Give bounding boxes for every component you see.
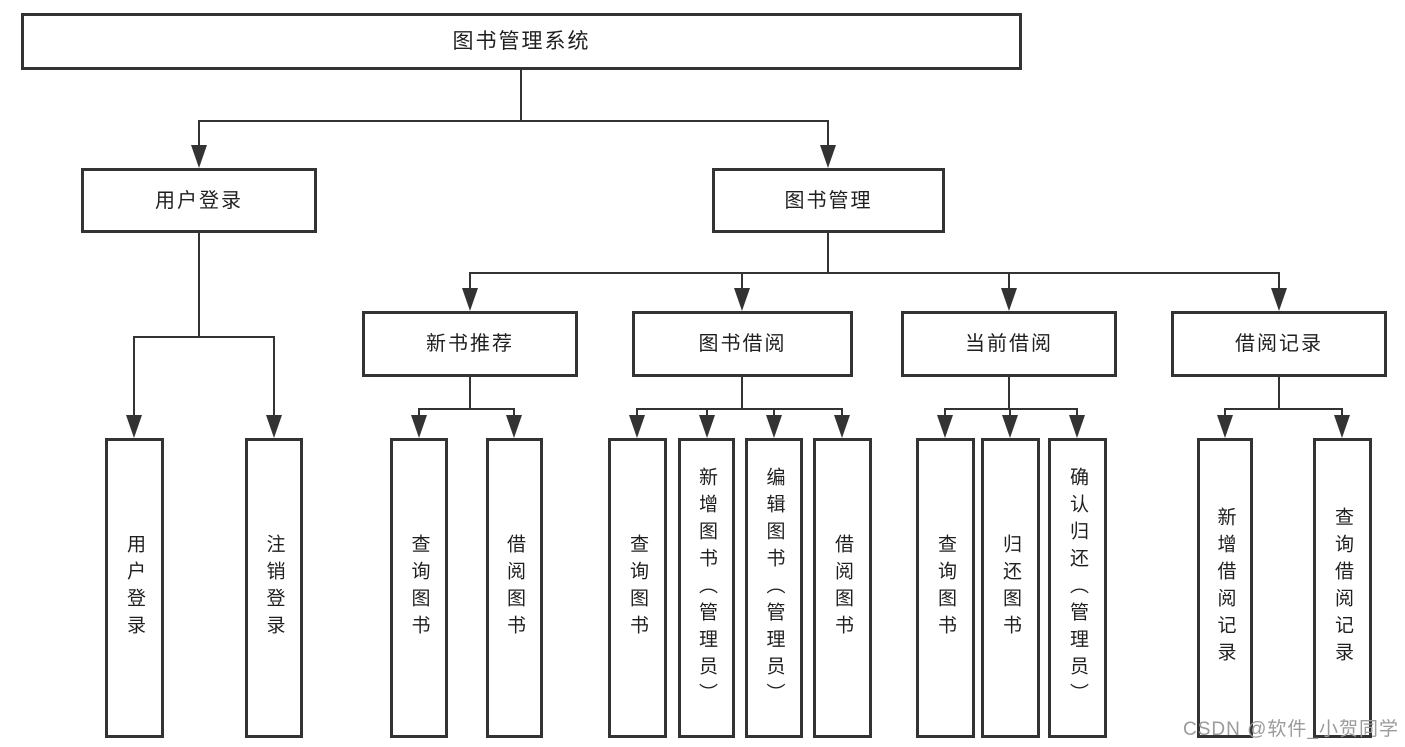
arrow-down-icon — [1271, 288, 1287, 311]
connector-book-management-children-stem — [827, 233, 829, 273]
node-borrow-books-2: 借阅图书 — [813, 438, 872, 738]
connector-user-login-children-stem — [198, 233, 200, 337]
arrow-down-icon — [734, 288, 750, 311]
node-query-books-2: 查询图书 — [608, 438, 667, 738]
connector-current-borrowing-children-arrow-shaft — [1076, 409, 1078, 419]
connector-root-to-level1-stem — [520, 69, 522, 121]
arrow-down-icon — [506, 415, 522, 438]
connector-root-to-level1-arrow-shaft — [827, 121, 829, 149]
connector-borrowing-records-children-arrow-shaft — [1341, 409, 1343, 419]
arrow-down-icon — [462, 288, 478, 311]
connector-new-book-recommend-children-arrow-shaft — [513, 409, 515, 419]
connector-new-book-recommend-children-stem — [469, 377, 471, 409]
arrow-down-icon — [126, 415, 142, 438]
node-user-login-leaf: 用户登录 — [105, 438, 164, 738]
node-new-book-recommend: 新书推荐 — [362, 311, 578, 377]
node-current-borrowing: 当前借阅 — [901, 311, 1117, 377]
connector-book-management-children-arrow-shaft — [741, 273, 743, 292]
node-query-books-3: 查询图书 — [916, 438, 975, 738]
connector-new-book-recommend-children-arrow-shaft — [418, 409, 420, 419]
arrow-down-icon — [266, 415, 282, 438]
arrow-down-icon — [411, 415, 427, 438]
connector-current-borrowing-children-arrow-shaft — [944, 409, 946, 419]
connector-current-borrowing-children-arrow-shaft — [1009, 409, 1011, 419]
connector-book-borrowing-children-arrow-shaft — [773, 409, 775, 419]
connector-borrowing-records-children-stem — [1278, 377, 1280, 409]
connector-book-borrowing-children-arrow-shaft — [706, 409, 708, 419]
arrow-down-icon — [1334, 415, 1350, 438]
arrow-down-icon — [1069, 415, 1085, 438]
connector-borrowing-records-children-rail — [1224, 408, 1343, 410]
connector-root-to-level1-arrow-shaft — [198, 121, 200, 149]
node-book-borrowing: 图书借阅 — [632, 311, 853, 377]
node-confirm-return-admin: 确认归还（管理员） — [1048, 438, 1107, 738]
watermark-text: CSDN @软件_小贺同学 — [1183, 719, 1399, 740]
connector-user-login-children-arrow-shaft — [133, 337, 135, 419]
node-edit-books-admin: 编辑图书（管理员） — [745, 438, 803, 738]
connector-book-management-children-arrow-shaft — [1008, 273, 1010, 292]
node-add-borrow-record: 新增借阅记录 — [1197, 438, 1253, 738]
connector-book-management-children-arrow-shaft — [1278, 273, 1280, 292]
connector-book-management-children-arrow-shaft — [469, 273, 471, 292]
connector-book-borrowing-children-arrow-shaft — [636, 409, 638, 419]
node-root: 图书管理系统 — [21, 13, 1022, 70]
connector-user-login-children-rail — [133, 336, 275, 338]
node-add-books-admin: 新增图书（管理员） — [678, 438, 735, 738]
arrow-down-icon — [629, 415, 645, 438]
node-borrowing-records: 借阅记录 — [1171, 311, 1387, 377]
arrow-down-icon — [1002, 415, 1018, 438]
connector-book-management-children-rail — [469, 272, 1280, 274]
node-return-books: 归还图书 — [981, 438, 1040, 738]
node-borrow-books-1: 借阅图书 — [486, 438, 543, 738]
arrow-down-icon — [699, 415, 715, 438]
connector-user-login-children-arrow-shaft — [273, 337, 275, 419]
connector-borrowing-records-children-arrow-shaft — [1224, 409, 1226, 419]
node-logout-leaf: 注销登录 — [245, 438, 303, 738]
connector-current-borrowing-children-stem — [1008, 377, 1010, 409]
connector-book-borrowing-children-stem — [741, 377, 743, 409]
connector-root-to-level1-rail — [198, 120, 829, 122]
node-book-management: 图书管理 — [712, 168, 945, 233]
arrow-down-icon — [191, 145, 207, 168]
node-query-borrow-record: 查询借阅记录 — [1313, 438, 1372, 738]
arrow-down-icon — [937, 415, 953, 438]
arrow-down-icon — [834, 415, 850, 438]
arrow-down-icon — [1001, 288, 1017, 311]
connector-book-borrowing-children-arrow-shaft — [841, 409, 843, 419]
arrow-down-icon — [1217, 415, 1233, 438]
arrow-down-icon — [820, 145, 836, 168]
connector-new-book-recommend-children-rail — [418, 408, 515, 410]
node-query-books-1: 查询图书 — [390, 438, 448, 738]
connector-current-borrowing-children-rail — [944, 408, 1078, 410]
arrow-down-icon — [766, 415, 782, 438]
node-user-login: 用户登录 — [81, 168, 317, 233]
connector-book-borrowing-children-rail — [636, 408, 843, 410]
